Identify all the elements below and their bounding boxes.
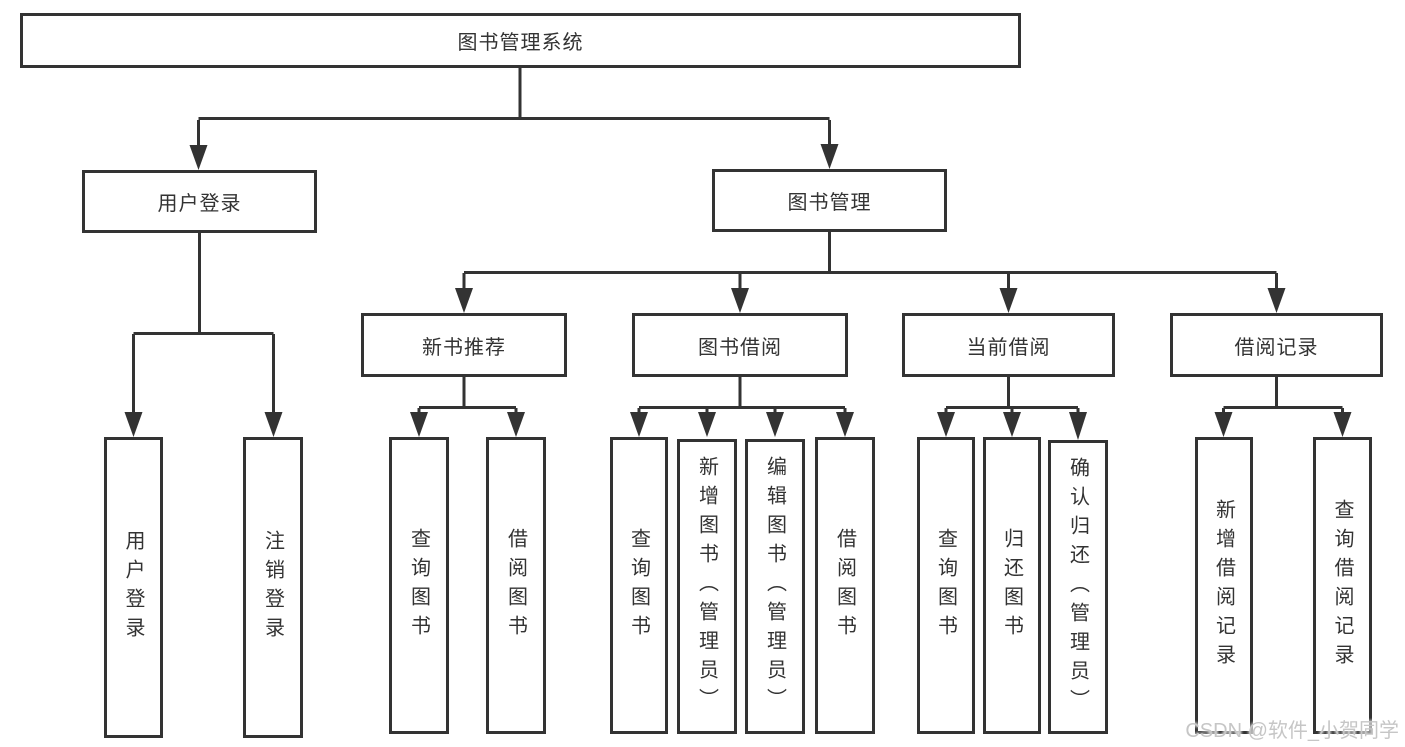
node-label: 图书管理系统 xyxy=(457,32,584,54)
arrowhead-icons xyxy=(124,144,1352,440)
leaf-borrow-books-borrowing: 借阅图书 xyxy=(815,437,875,734)
leaf-confirm-return-admin: 确认归还（管理员） xyxy=(1048,440,1108,734)
leaf-edit-book-admin: 编辑图书（管理员） xyxy=(745,439,805,734)
watermark-text: CSDN @软件_小贺同学 xyxy=(1185,720,1399,742)
leaf-label: 查询图书 xyxy=(407,527,430,644)
leaf-add-book-admin: 新增图书（管理员） xyxy=(677,439,737,734)
leaf-query-books-borrowing: 查询图书 xyxy=(610,437,668,734)
leaf-label: 用户登录 xyxy=(122,529,144,646)
node-borrowing-records: 借阅记录 xyxy=(1170,313,1383,377)
leaf-borrow-books-recommend: 借阅图书 xyxy=(486,437,546,734)
node-label: 借阅记录 xyxy=(1234,336,1319,359)
node-current-borrowing: 当前借阅 xyxy=(902,313,1115,377)
leaf-logout: 注销登录 xyxy=(243,437,303,738)
node-label: 新书推荐 xyxy=(422,336,506,359)
leaf-label: 借阅图书 xyxy=(833,527,856,644)
leaf-query-books-recommend: 查询图书 xyxy=(389,437,449,734)
leaf-return-book: 归还图书 xyxy=(983,437,1041,734)
node-user-login: 用户登录 xyxy=(82,170,317,233)
node-new-book-recommendation: 新书推荐 xyxy=(361,313,567,377)
leaf-label: 新增借阅记录 xyxy=(1212,498,1235,673)
leaf-add-borrow-record: 新增借阅记录 xyxy=(1195,437,1253,734)
node-book-borrowing: 图书借阅 xyxy=(632,313,848,377)
node-label: 图书借阅 xyxy=(698,336,782,359)
leaf-user-login: 用户登录 xyxy=(104,437,163,738)
leaf-query-books-current: 查询图书 xyxy=(917,437,975,734)
leaf-label: 查询图书 xyxy=(934,527,957,644)
leaf-label: 编辑图书（管理员） xyxy=(763,456,786,717)
node-book-management: 图书管理 xyxy=(712,169,947,232)
node-label: 用户登录 xyxy=(157,193,242,215)
leaf-label: 查询图书 xyxy=(627,527,650,644)
leaf-label: 查询借阅记录 xyxy=(1331,498,1353,673)
leaf-label: 归还图书 xyxy=(1000,527,1023,644)
node-label: 当前借阅 xyxy=(966,336,1051,359)
node-library-management-system: 图书管理系统 xyxy=(20,13,1021,68)
node-label: 图书管理 xyxy=(787,192,872,214)
leaf-query-borrow-record: 查询借阅记录 xyxy=(1313,437,1372,734)
leaf-label: 注销登录 xyxy=(261,529,284,646)
leaf-label: 借阅图书 xyxy=(504,527,527,644)
leaf-label: 确认归还（管理员） xyxy=(1066,456,1089,718)
leaf-label: 新增图书（管理员） xyxy=(695,456,718,717)
